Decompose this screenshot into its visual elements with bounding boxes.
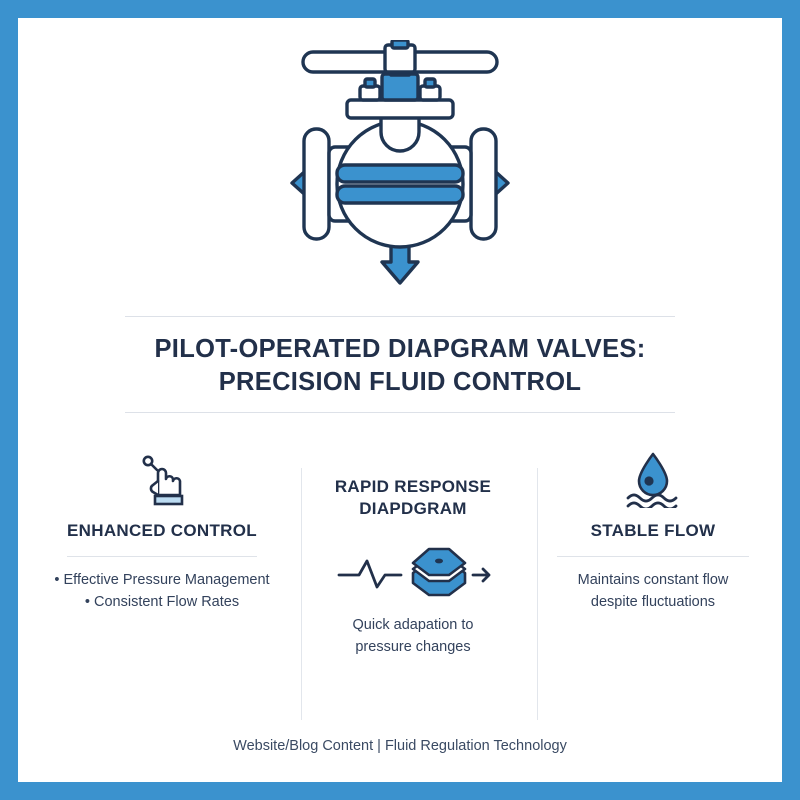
wave-line-icon (337, 559, 403, 589)
feature-column-rapid-response: RAPID RESPONSE DIAPDGRAM (308, 448, 518, 658)
droplet-shape (637, 452, 669, 497)
droplet-dot (644, 476, 654, 486)
wave-lines (626, 493, 678, 508)
column-heading: STABLE FLOW (590, 521, 716, 540)
column-heading: ENHANCED CONTROL (67, 521, 257, 540)
column-rule (66, 556, 258, 558)
column-rule (557, 556, 749, 558)
hero-illustration (18, 30, 782, 300)
globe-valve-illustration (290, 40, 510, 285)
column-body: Maintains constant flow despite fluctuat… (577, 572, 729, 611)
down-arrow-icon (380, 241, 420, 285)
column-divider-1 (301, 468, 302, 720)
diaphragm-layers-icon (308, 539, 518, 601)
column-divider-2 (537, 468, 538, 720)
water-droplet-waves-icon (530, 448, 776, 510)
title-block: PILOT-OPERATED DIAPGRAM VALVES: PRECISIO… (125, 316, 675, 414)
poster-canvas: PILOT-OPERATED DIAPGRAM VALVES: PRECISIO… (18, 18, 782, 782)
column-caption: Quick adapation to pressure changes (352, 616, 474, 655)
feature-column-enhanced-control: ENHANCED CONTROL • Effective Pressure Ma… (40, 448, 284, 614)
arrow-right-icon (471, 567, 491, 583)
column-heading: RAPID RESPONSE DIAPDGRAM (334, 477, 492, 519)
feature-columns: ENHANCED CONTROL • Effective Pressure Ma… (18, 448, 782, 728)
title-rule-top (125, 316, 675, 317)
feature-column-stable-flow: STABLE FLOW Maintains constant flow desp… (530, 448, 776, 614)
title-rule-bottom (125, 412, 675, 414)
page-title: PILOT-OPERATED DIAPGRAM VALVES: PRECISIO… (154, 335, 646, 396)
footer-text: Website/Blog Content | Fluid Regulation … (233, 738, 567, 754)
column-body: • Effective Pressure Management • Consis… (54, 572, 270, 611)
pointing-hand-icon (40, 448, 284, 510)
